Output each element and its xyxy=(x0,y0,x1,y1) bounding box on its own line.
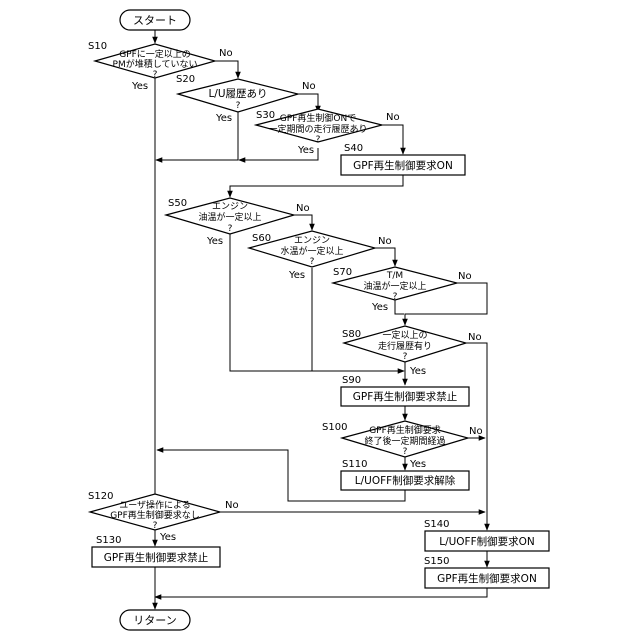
step-id-s70: S70 xyxy=(333,267,352,278)
s80-q: ? xyxy=(403,352,408,362)
s130-text: GPF再生制御要求禁止 xyxy=(104,551,209,564)
s60-q: ? xyxy=(310,257,315,267)
step-id-s60: S60 xyxy=(252,233,271,244)
s50-yes-label: Yes xyxy=(206,236,223,247)
s20-no-label: No xyxy=(302,81,316,92)
s60-yes-label: Yes xyxy=(288,270,305,281)
s70-yes-label: Yes xyxy=(371,302,388,313)
s70-line1: T/M xyxy=(386,271,403,281)
step-id-s110: S110 xyxy=(342,459,367,470)
s110-text: L/UOFF制御要求解除 xyxy=(355,474,456,487)
s120-no-label: No xyxy=(225,500,239,511)
s30-q: ? xyxy=(316,135,321,145)
step-id-s120: S120 xyxy=(88,491,113,502)
s80-no-label: No xyxy=(468,332,482,343)
s70-q: ? xyxy=(393,292,398,302)
s20-q: ? xyxy=(236,101,241,111)
s70-line2: 油温が一定以上 xyxy=(363,280,426,292)
s80-line1: 一定以上の xyxy=(382,329,427,341)
s80-line2: 走行履歴有り xyxy=(378,340,432,352)
s120-yes-label: Yes xyxy=(159,532,176,543)
s10-line2: PMが堆積していない xyxy=(113,58,198,70)
s100-yes-label: Yes xyxy=(409,459,426,470)
arrow-s30-no-to-s40 xyxy=(382,125,403,154)
s60-no-label: No xyxy=(378,236,392,247)
decision-s30: S30 GPF再生制御ONで 一定期間の走行履歴あり ? No Yes xyxy=(256,109,400,156)
decision-s70: S70 T/M 油温が一定以上 ? No Yes xyxy=(333,267,472,313)
s20-yes-label: Yes xyxy=(215,113,232,124)
arrow-s150-to-end xyxy=(155,588,487,597)
step-id-s90: S90 xyxy=(342,375,361,386)
step-id-s130: S130 xyxy=(96,535,121,546)
s50-no-label: No xyxy=(296,203,310,214)
arrow-s60-no-to-s70 xyxy=(375,248,395,266)
s100-line2: 終了後一定期間経過 xyxy=(364,435,445,447)
s30-line1: GPF再生制御ONで xyxy=(280,112,356,124)
s120-q: ? xyxy=(153,521,158,531)
s120-line1: ユーザ操作による xyxy=(119,499,191,511)
step-id-s40: S40 xyxy=(344,143,363,154)
end-label: リターン xyxy=(133,614,176,627)
s100-line1: GPF再生制御要求 xyxy=(369,424,441,436)
s100-no-label: No xyxy=(469,426,483,437)
step-id-s150: S150 xyxy=(424,556,449,567)
arrow-s70-yes xyxy=(395,300,404,314)
s20-line1: L/U履歴あり xyxy=(208,88,267,100)
arrow-s10-no-to-s20 xyxy=(215,61,238,78)
arrow-s40-to-s50 xyxy=(230,175,403,197)
s10-q: ? xyxy=(153,70,158,80)
arrow-s50-no-to-s60 xyxy=(294,215,312,230)
s100-q: ? xyxy=(403,447,408,457)
step-id-s50: S50 xyxy=(168,198,187,209)
s60-line1: エンジン xyxy=(294,236,330,246)
s120-line2: GPF再生制御要求なし xyxy=(110,509,200,521)
step-id-s20: S20 xyxy=(176,74,195,85)
step-id-s30: S30 xyxy=(256,110,275,121)
s60-line2: 水温が一定以上 xyxy=(280,245,343,257)
start-terminal: スタート xyxy=(120,10,190,30)
s50-line1: エンジン xyxy=(212,202,248,212)
s80-yes-label: Yes xyxy=(409,366,426,377)
s150-text: GPF再生制御要求ON xyxy=(437,572,537,585)
process-s130: S130 GPF再生制御要求禁止 xyxy=(92,535,220,567)
s50-q: ? xyxy=(228,224,233,234)
s30-no-label: No xyxy=(386,112,400,123)
s70-no-label: No xyxy=(458,271,472,282)
s50-line2: 油温が一定以上 xyxy=(198,211,261,223)
s90-text: GPF再生制御要求禁止 xyxy=(353,390,458,403)
step-id-s10: S10 xyxy=(88,41,107,52)
s10-no-label: No xyxy=(219,48,233,59)
start-label: スタート xyxy=(133,14,177,27)
s30-line2: 一定期間の走行履歴あり xyxy=(268,123,367,135)
s140-text: L/UOFF制御要求ON xyxy=(439,535,535,548)
step-id-s80: S80 xyxy=(342,329,361,340)
decision-s10: S10 GPFに一定以上の PMが堆積していない ? No Yes xyxy=(88,41,233,92)
end-terminal: リターン xyxy=(120,610,190,630)
s40-text: GPF再生制御要求ON xyxy=(353,159,453,172)
step-id-s140: S140 xyxy=(424,519,449,530)
s10-yes-label: Yes xyxy=(131,81,148,92)
decision-s80: S80 一定以上の 走行履歴有り ? No Yes xyxy=(342,326,482,377)
step-id-s100: S100 xyxy=(322,422,347,433)
s10-line1: GPFに一定以上の xyxy=(119,48,191,60)
s30-yes-label: Yes xyxy=(297,145,314,156)
